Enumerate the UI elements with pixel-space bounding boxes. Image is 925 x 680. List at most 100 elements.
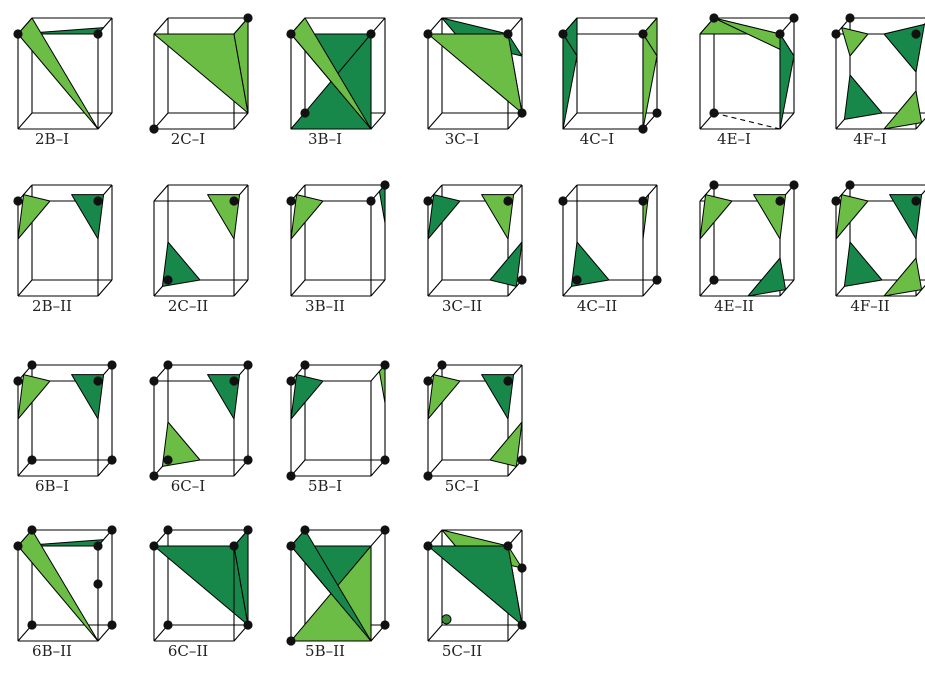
cube-diagram [286,360,390,481]
marked-vertex [709,108,719,118]
marked-vertex [13,376,23,386]
cube-case: 4E–I [696,8,828,168]
marked-vertex [380,620,390,630]
marked-vertex [286,376,296,386]
cube-edge [562,112,578,130]
cube-case: 3B–II [286,175,419,335]
cube-case: 3B–I [286,8,419,168]
marked-vertex [149,471,159,481]
marked-vertex [27,525,37,535]
marked-vertex [149,541,159,551]
marked-vertex [638,124,648,134]
cube-case: 2B–I [13,8,146,168]
cube-diagram [286,180,390,297]
isosurface-triangle [427,33,523,114]
case-label: 4C–II [576,297,618,315]
isosurface-triangle [378,364,386,404]
isosurface-triangle [161,421,201,467]
cube-case: 4E–II [696,175,828,335]
cube-edge [915,117,925,130]
cube-diagram [423,529,527,642]
marked-vertex [107,620,117,630]
cube-diagram [699,13,799,130]
cube-case: 4C–II [558,175,691,335]
marked-vertex [163,360,173,370]
marked-vertex [93,196,103,206]
marked-vertex [93,29,103,39]
marked-vertex [789,180,799,190]
marked-vertex [243,360,253,370]
marked-vertex [775,196,785,206]
case-label: 4E–I [717,130,751,148]
cube-case: 2C–I [149,8,282,168]
isosurface-triangle [753,194,787,240]
isosurface-triangle [843,74,883,120]
marked-vertex [286,541,296,551]
marked-vertex [709,13,719,23]
case-label: 6C–II [167,642,209,660]
cube-diagram [423,360,527,481]
marked-vertex [149,376,159,386]
cube-case: 5B–I [286,355,419,515]
marked-vertex [503,29,513,39]
cube-edge [17,112,33,130]
cube-diagram [558,17,662,134]
marked-vertex [300,108,310,118]
cube-diagram [423,17,527,130]
isosurface-triangle [883,257,923,297]
marked-vertex [163,275,173,285]
cube-case: 5B–II [286,520,419,680]
marked-vertex [517,563,527,573]
cube-edge [427,279,443,297]
case-label: 4F–I [853,130,887,148]
marked-vertex [286,471,296,481]
cube-case: 5C–I [423,355,556,515]
marked-vertex [789,13,799,23]
marked-vertex [380,360,390,370]
marked-vertex [93,579,103,589]
cube-diagram [13,360,117,477]
marked-vertex [423,376,433,386]
marked-vertex [845,13,855,23]
isosurface-triangle [481,374,515,420]
marked-vertex [558,196,568,206]
isosurface-triangle [843,241,883,287]
cube-edge [779,279,795,297]
isosurface-triangle [290,194,324,240]
isosurface-triangle [427,194,461,240]
marked-vertex [27,620,37,630]
cube-diagram [149,360,253,481]
isosurface-triangle [290,529,372,642]
isosurface-triangle [161,241,201,287]
cube-diagram [286,17,386,130]
cube-edge [153,17,169,35]
hidden-edge [713,112,781,130]
cube-edge [97,279,113,297]
cube-case: 6C–II [149,520,282,680]
marked-vertex [13,29,23,39]
marked-vertex [911,29,921,39]
marked-vertex [286,196,296,206]
case-label: 2B–I [35,130,69,148]
marked-vertex [517,620,527,630]
isosurface-triangle [427,545,523,626]
cube-edge [370,112,386,130]
isosurface-triangle [378,184,386,224]
cube-edge [233,112,249,130]
cube-edge [427,624,443,642]
marked-vertex [107,360,117,370]
marked-vertex [27,455,37,465]
marked-vertex [558,29,568,39]
marked-vertex [503,376,513,386]
isosurface-triangle [290,17,372,130]
cube-diagram [831,180,925,297]
cube-case: 3C–II [423,175,556,335]
marked-vertex [517,275,527,285]
isosurface-triangle [562,33,578,130]
isosurface-triangle [489,241,523,287]
case-label: 2C–II [167,297,209,315]
marked-vertex [13,196,23,206]
marked-vertex [229,376,239,386]
marked-vertex [709,180,719,190]
